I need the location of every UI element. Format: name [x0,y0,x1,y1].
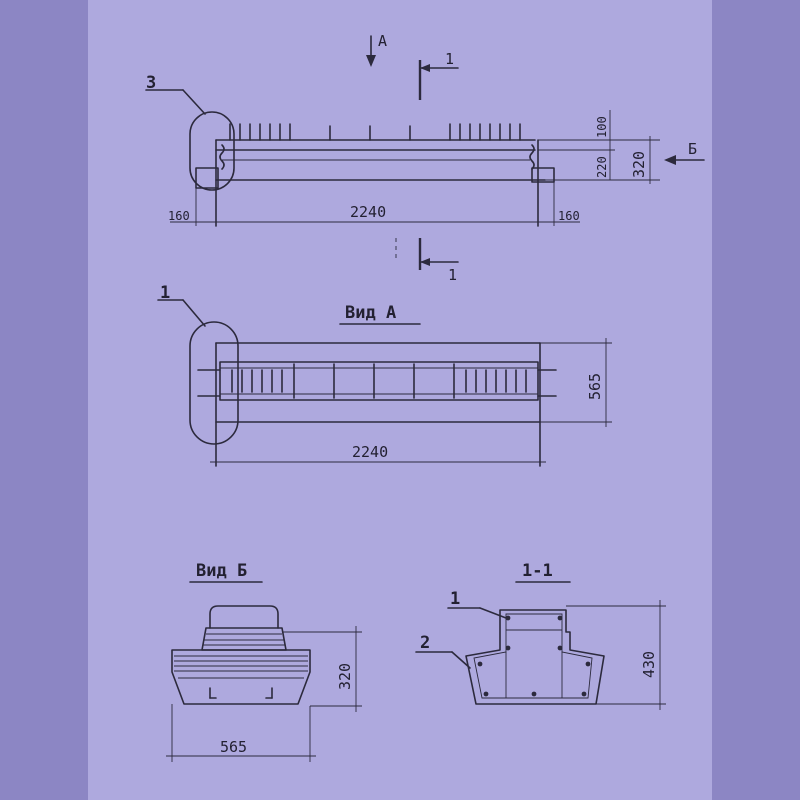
section-1-1: 1-1 1 2 430 [415,561,666,710]
callout-3-label: 3 [146,73,156,93]
view-b-title: Вид Б [196,561,247,581]
plan-rib-band [219,361,539,401]
elevation-view: A 1 3 [145,32,705,284]
section-callout-1-label: 1 [450,589,460,609]
section-cut-top-arrowhead [420,64,430,72]
callout-3-leader [182,89,206,115]
view-a-arrow-label: A [378,32,387,50]
view-a: Вид А 1 [157,283,612,467]
section-callout-2-label: 2 [420,633,430,653]
callout-3-detail-outline [189,111,235,191]
section-top-label: 1 [445,50,454,68]
section-title: 1-1 [522,561,553,581]
break-line-left [219,144,225,170]
section-bottom-label: 1 [448,266,457,284]
section-rebar-dots [477,615,591,697]
section-callout-2-leader [451,651,471,669]
section-outline [465,609,605,705]
callout-1-label: 1 [160,283,170,303]
section-cut-bottom-arrowhead [420,258,430,266]
dim-left-label: 160 [168,209,190,223]
plan-stirrups [231,363,527,399]
view-b-arrow-label: Б [688,140,697,158]
section-height-label: 430 [640,651,658,678]
view-b-base [171,649,311,705]
view-a-arrow-head [366,55,376,67]
break-line-right [529,144,535,170]
plan-protruding-bars [197,369,557,397]
section-callout-1-leader [479,607,507,619]
right-support-block [531,167,555,183]
protruding-rebars [229,123,521,141]
view-b: Вид Б 320 565 [166,561,362,762]
view-b-top-block [209,605,279,629]
view-b-height-label: 320 [336,663,354,690]
view-a-title: Вид А [345,303,396,323]
dim-lower-label: 220 [595,156,609,178]
dim-right-label: 160 [558,209,580,223]
view-b-bar-marks [209,687,273,699]
view-b-width-label: 565 [220,738,247,756]
view-b-hatching [174,633,308,679]
dim-length-label: 2240 [350,203,386,221]
dim-total-label: 320 [630,151,648,178]
left-support-block [195,167,219,189]
view-a-length-label: 2240 [352,443,388,461]
dim-top-label: 100 [595,116,609,138]
section-inner-contour [473,613,593,699]
view-b-arrow-head [664,155,676,165]
callout-1-leader [182,299,206,327]
view-a-width-label: 565 [586,373,604,400]
callout-1-detail-outline [189,321,239,445]
